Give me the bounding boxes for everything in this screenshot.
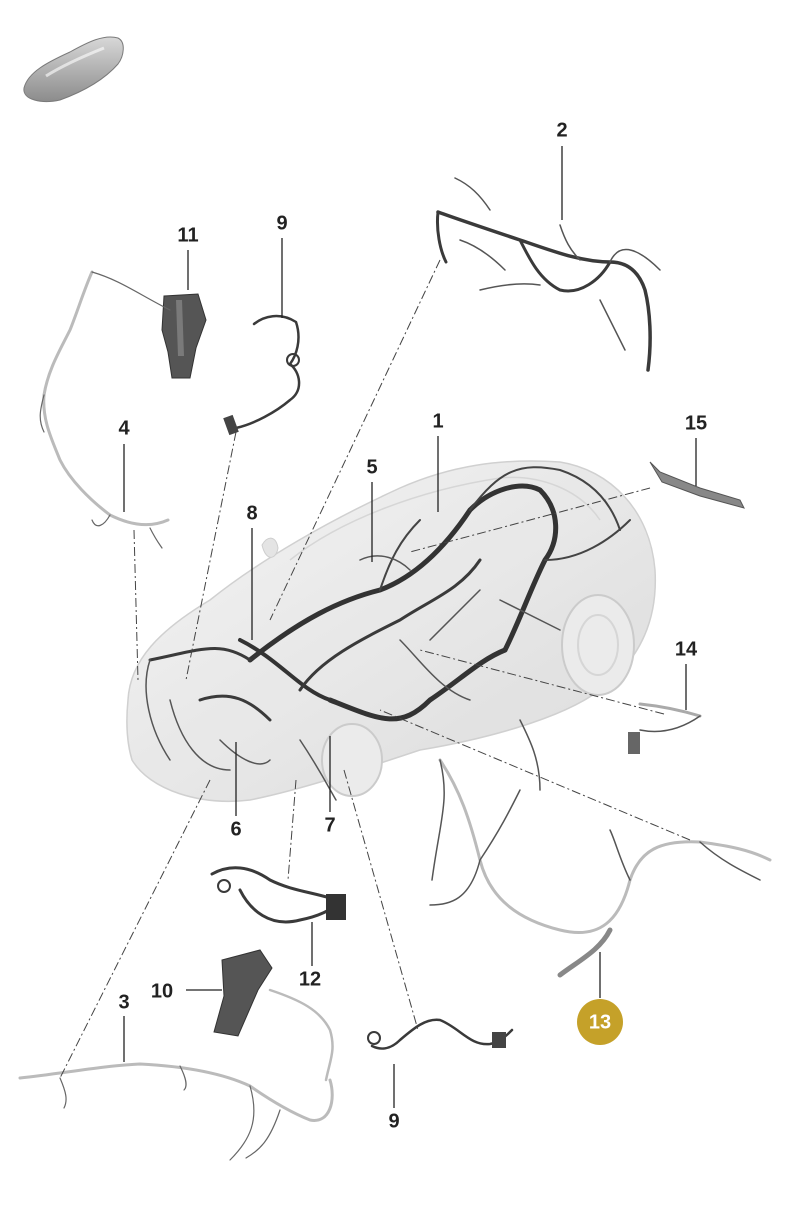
part-label-3: 3 bbox=[118, 991, 129, 1013]
part-label-2: 2 bbox=[556, 119, 567, 141]
main-harness-on-vehicle bbox=[145, 466, 631, 801]
part-label-11: 11 bbox=[177, 224, 198, 246]
harness-part-13 bbox=[429, 719, 772, 978]
harness-part-9-lower bbox=[367, 1018, 514, 1050]
highlight-badge bbox=[577, 999, 623, 1045]
harness-part-12 bbox=[210, 866, 346, 924]
part-label-9-upper: 9 bbox=[276, 212, 287, 234]
harness-part-3 bbox=[18, 1062, 334, 1161]
connection-lines bbox=[59, 259, 691, 1079]
part-label-4: 4 bbox=[118, 417, 130, 439]
part-label-14: 14 bbox=[675, 638, 698, 660]
bracket-part-11 bbox=[161, 293, 207, 379]
part-label-6: 6 bbox=[230, 818, 241, 840]
harness-part-9-upper bbox=[223, 314, 301, 436]
part-label-1: 1 bbox=[432, 410, 443, 432]
part-label-10: 10 bbox=[151, 980, 173, 1002]
harness-part-2 bbox=[436, 177, 661, 372]
bracket-part-15 bbox=[649, 461, 745, 509]
part-label-7: 7 bbox=[324, 814, 335, 836]
vehicle-thumbnail-icon bbox=[23, 36, 124, 102]
vehicle-body-outline bbox=[126, 460, 657, 802]
part-label-15: 15 bbox=[685, 412, 707, 434]
bracket-part-10 bbox=[213, 949, 334, 1082]
part-label-13: 13 bbox=[589, 1011, 611, 1033]
part-label-9-lower: 9 bbox=[388, 1110, 399, 1132]
part-label-5: 5 bbox=[366, 456, 377, 478]
leader-lines bbox=[123, 146, 697, 1108]
harness-part-4 bbox=[39, 270, 171, 549]
part-label-12: 12 bbox=[299, 968, 321, 990]
part-label-8: 8 bbox=[246, 502, 257, 524]
harness-part-14 bbox=[628, 702, 702, 754]
part-number-labels: 1 2 3 4 5 6 7 8 9 9 10 11 12 13 14 15 bbox=[118, 119, 707, 1132]
